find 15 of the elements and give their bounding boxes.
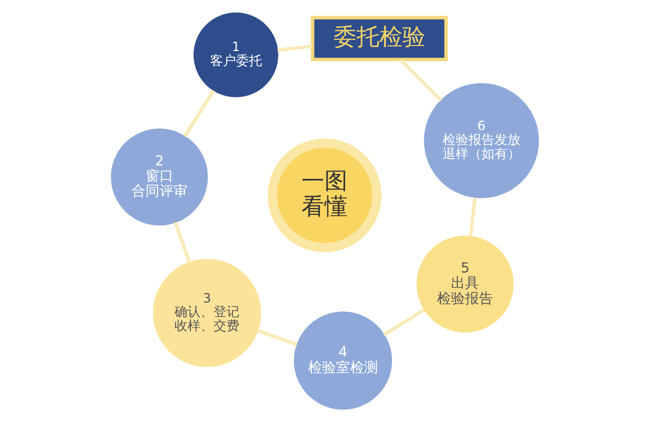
node-circle: 3 确认、登记收样、交费	[152, 258, 261, 367]
node-circle: 6 检验报告发放退样（如有）	[423, 83, 538, 198]
node-box: 委托检验	[310, 16, 448, 62]
node-circle: 4 检验室检测	[293, 312, 392, 410]
node-circle: 一图看懂	[267, 138, 382, 252]
node-circle: 5 出具检验报告	[416, 236, 514, 333]
node-circle: 2 窗口合同评审	[110, 128, 208, 226]
connector	[382, 308, 425, 336]
connector	[173, 222, 190, 262]
connector	[182, 90, 215, 138]
connector	[276, 44, 312, 52]
connector	[398, 58, 442, 102]
node-circle: 1 客户委托	[193, 12, 278, 98]
connector	[256, 329, 298, 346]
connector	[468, 197, 476, 237]
